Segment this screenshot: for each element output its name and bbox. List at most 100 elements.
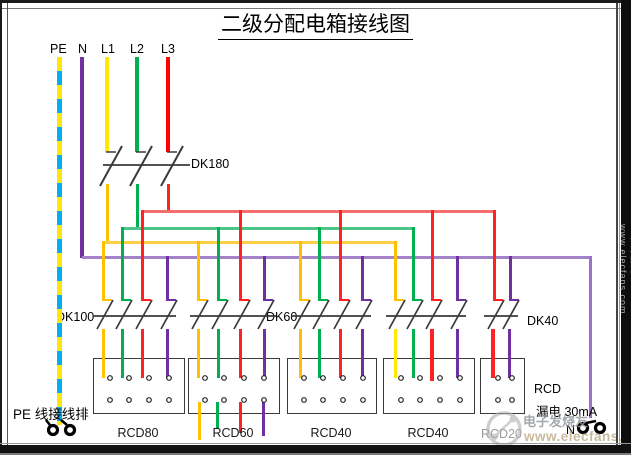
wire — [121, 227, 124, 301]
hook — [458, 299, 466, 301]
wire — [431, 210, 434, 301]
hook — [495, 299, 503, 301]
label-neutral-terminal: N — [566, 423, 576, 437]
label-rcd80: RCD80 — [117, 426, 159, 440]
l1-feed-wire — [105, 57, 109, 152]
hook — [341, 299, 349, 301]
rcd-box-2 — [188, 358, 280, 414]
label-pe: PE — [50, 42, 67, 56]
label-breaker-dk100: DK100 — [56, 310, 95, 324]
label-l3: L3 — [161, 42, 175, 56]
wire — [167, 184, 170, 212]
wire — [102, 241, 105, 301]
watermark-side: 电子发烧友 www.elecfans.com — [617, 224, 631, 315]
wire — [263, 329, 266, 378]
wire — [262, 402, 265, 436]
frame-bottom — [0, 445, 631, 453]
wire — [141, 329, 144, 378]
label-rcd60: RCD60 — [212, 426, 254, 440]
label-breaker-dk40: DK40 — [527, 314, 559, 328]
wire — [239, 210, 242, 301]
hook — [363, 299, 371, 301]
hook — [301, 299, 309, 301]
page-title-text: 二级分配电箱接线图 — [218, 8, 413, 40]
wire — [217, 329, 220, 378]
frame-left-inner — [7, 3, 8, 452]
bus-l2 — [121, 227, 415, 230]
rcd-box-3 — [287, 358, 377, 414]
hook — [241, 299, 249, 301]
hook — [123, 299, 131, 301]
hook — [143, 299, 151, 301]
label-rcd40-b: RCD40 — [407, 426, 449, 440]
hook — [320, 299, 328, 301]
wire — [239, 329, 242, 378]
hook — [511, 299, 519, 301]
label-pe-busbar: PE 线接线排 — [13, 407, 89, 422]
wire — [166, 329, 169, 378]
pe-terminal-icon — [44, 419, 77, 437]
wire — [456, 329, 459, 378]
bus-n — [82, 256, 592, 259]
wire — [197, 329, 200, 378]
wire — [263, 256, 266, 301]
wire — [509, 256, 512, 301]
label-rcd40-a: RCD40 — [310, 426, 352, 440]
pe-wire — [57, 57, 62, 425]
wire — [394, 329, 397, 378]
bus-l1 — [102, 241, 397, 244]
wire — [102, 329, 105, 378]
main-breaker-symbol — [99, 145, 190, 187]
watermark-brand: 电子发烧友 — [523, 414, 589, 429]
wire — [216, 402, 219, 429]
wire — [430, 329, 434, 381]
wire — [217, 227, 220, 301]
label-main-breaker: DK180 — [191, 157, 230, 171]
wire — [412, 227, 415, 301]
hook — [199, 299, 207, 301]
wire — [456, 256, 459, 301]
hook — [433, 299, 441, 301]
hook — [219, 299, 227, 301]
l2-feed-wire — [135, 57, 139, 152]
wire — [239, 402, 242, 433]
wire — [197, 241, 200, 301]
neutral-feed-wire — [80, 57, 84, 258]
wire — [339, 329, 342, 378]
rcd-box-1 — [93, 358, 185, 414]
wire — [166, 256, 169, 301]
wire — [318, 329, 321, 378]
frame-bottom-edge — [0, 453, 631, 455]
neutral-terminal-icon — [576, 419, 607, 435]
watermark-side-url: www.elecfans.com — [618, 224, 628, 315]
wire — [508, 329, 511, 378]
wire — [361, 256, 364, 301]
hook — [168, 299, 176, 301]
frame-right-inner — [616, 3, 618, 453]
hook — [104, 299, 112, 301]
wire — [141, 210, 144, 301]
frame-right-mid — [619, 3, 620, 453]
frame-left — [0, 0, 2, 455]
wire — [491, 329, 495, 378]
wire — [121, 329, 124, 378]
wire — [339, 210, 342, 301]
frame-top-inner — [0, 8, 631, 9]
label-breaker-dk60: DK60 — [266, 310, 298, 324]
label-n: N — [78, 42, 88, 56]
label-l2: L2 — [130, 42, 144, 56]
wire — [361, 329, 364, 378]
label-rcd-note-detail: 漏电 30mA — [536, 405, 598, 419]
rcd-terminal-dots — [107, 375, 515, 403]
frame-top — [0, 0, 631, 3]
wire — [136, 184, 139, 230]
wire — [318, 227, 321, 301]
rcd-box-4 — [383, 358, 475, 414]
bus-l3 — [141, 210, 496, 213]
wire — [299, 241, 302, 301]
hook — [265, 299, 273, 301]
hook — [396, 299, 404, 301]
wire — [299, 329, 302, 378]
